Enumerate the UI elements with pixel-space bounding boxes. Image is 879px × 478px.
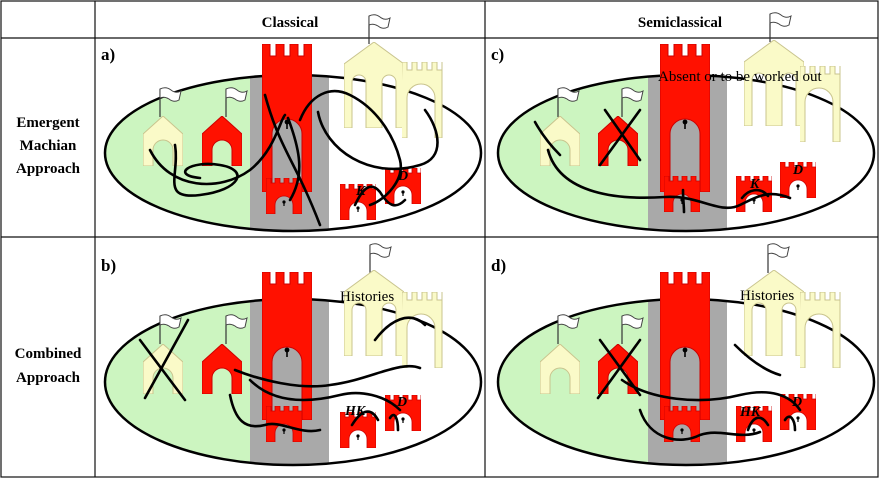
row-label-line: Approach (16, 370, 81, 386)
panel-d: d) Histories HK D (491, 243, 876, 467)
row-label-line: Approach (16, 161, 81, 177)
cream-castle-icon (344, 42, 404, 128)
row-label-combined: Combined Approach (15, 346, 82, 386)
d-label: D (397, 169, 408, 184)
d-label: D (396, 395, 407, 410)
header-classical: Classical (262, 15, 319, 31)
annotation: Histories (340, 289, 394, 305)
annotation: Absent or to be worked out (658, 69, 823, 85)
history-curves (148, 89, 439, 227)
panel-label: a) (101, 45, 115, 64)
panel-a: a) K D (101, 14, 483, 233)
flag-icon (767, 243, 790, 273)
panel-b: b) Histories HK D (101, 243, 483, 467)
annotation: Histories (740, 288, 794, 304)
panel-label: d) (491, 256, 506, 275)
panel-label: c) (491, 45, 504, 64)
row-label-line: Machian (20, 138, 77, 154)
row-label-emergent: Emergent Machian Approach (16, 115, 81, 177)
header-semiclassical: Semiclassical (638, 15, 722, 31)
d-label: D (791, 395, 802, 410)
history-curves (138, 316, 427, 433)
cream-tower-icon (402, 292, 443, 368)
k-label: HK (739, 405, 762, 420)
history-curves (533, 108, 792, 214)
k-label: K (749, 177, 761, 192)
history-curves (596, 338, 802, 441)
row-label-line: Emergent (16, 115, 79, 131)
cream-tower-icon (800, 292, 841, 368)
d-label: D (792, 163, 803, 178)
flag-icon (368, 14, 391, 44)
panel-label: b) (101, 256, 116, 275)
cream-castle-icon (744, 270, 804, 356)
flag-icon (369, 243, 392, 273)
k-label: K (355, 184, 367, 199)
panel-c: c) Absent or to be worked out K D (491, 12, 876, 233)
row-label-line: Combined (15, 346, 82, 362)
